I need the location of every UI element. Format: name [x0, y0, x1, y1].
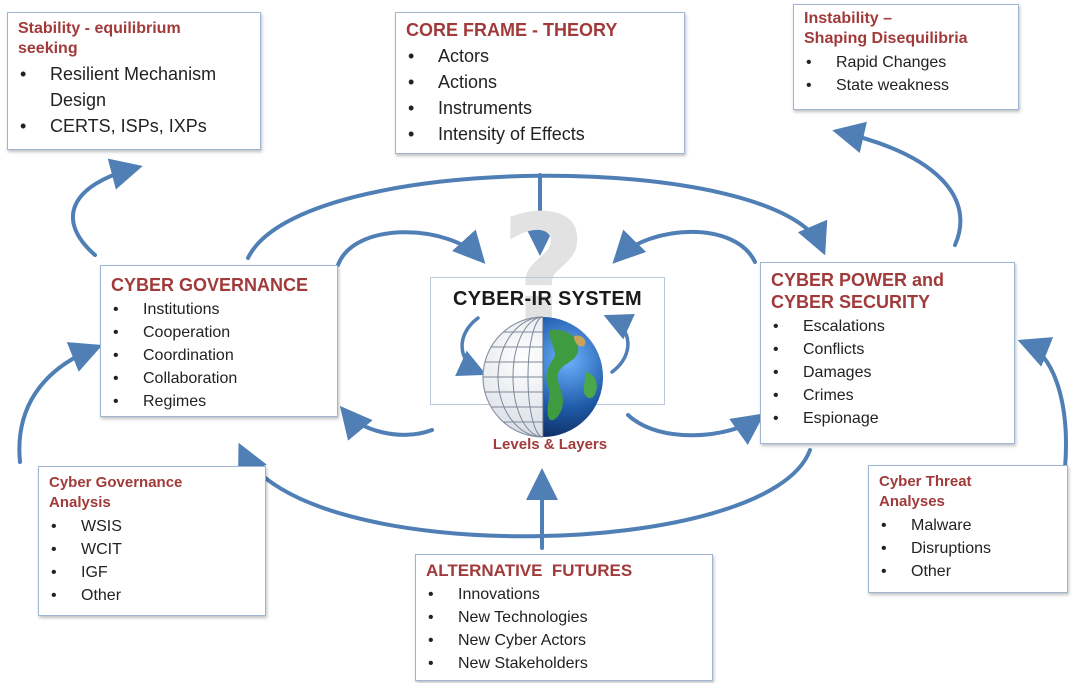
stability-title: Stability - equilibrium seeking — [18, 20, 181, 57]
list-item: Cooperation — [111, 321, 327, 344]
arrow-power-to-system — [612, 229, 757, 264]
globe-icon — [482, 316, 603, 438]
list-item: Rapid Changes — [804, 51, 1008, 74]
list-item: New Cyber Actors — [426, 629, 702, 652]
list-item: Escalations — [771, 315, 1004, 338]
futures-title: ALTERNATIVE FUTURES — [426, 561, 633, 580]
list-item: Actors — [406, 43, 674, 69]
globe-loop-right — [603, 313, 635, 374]
list-item: New Stakeholders — [426, 652, 702, 675]
list-item: Damages — [771, 361, 1004, 384]
list-item: Coordination — [111, 344, 327, 367]
list-item: WSIS — [49, 515, 255, 538]
list-item: Disruptions — [879, 537, 1057, 560]
arc-power-to-governance — [238, 442, 812, 539]
instability-list: Rapid Changes State weakness — [804, 51, 1008, 97]
list-item: Instruments — [406, 95, 674, 121]
futures-list: Innovations New Technologies New Cyber A… — [426, 583, 702, 675]
list-item: Malware — [879, 514, 1057, 537]
list-item: Other — [49, 584, 255, 607]
governance-list: Institutions Cooperation Coordination Co… — [111, 298, 327, 413]
list-item: WCIT — [49, 538, 255, 561]
list-item: State weakness — [804, 74, 1008, 97]
list-item: Conflicts — [771, 338, 1004, 361]
power-list: Escalations Conflicts Damages Crimes Esp… — [771, 315, 1004, 430]
core-list: Actors Actions Instruments Intensity of … — [406, 43, 674, 147]
list-item: Actions — [406, 69, 674, 95]
power-title: CYBER POWER and CYBER SECURITY — [771, 270, 945, 312]
arrow-analysis-to-governance — [17, 342, 103, 464]
cyber-governance-box: CYBER GOVERNANCE Institutions Cooperatio… — [100, 265, 338, 417]
arrow-governance-to-stability — [70, 158, 143, 257]
arrow-power-to-instability — [832, 121, 963, 247]
arrow-system-to-governance — [339, 405, 434, 441]
stability-box: Stability - equilibrium seeking Resilien… — [7, 12, 261, 150]
list-item: Institutions — [111, 298, 327, 321]
instability-box: Instability – Shaping Disequilibria Rapi… — [793, 4, 1019, 110]
list-item: IGF — [49, 561, 255, 584]
alternative-futures-box: ALTERNATIVE FUTURES Innovations New Tech… — [415, 554, 713, 681]
list-item: New Technologies — [426, 606, 702, 629]
list-item: Innovations — [426, 583, 702, 606]
list-item: Regimes — [111, 390, 327, 413]
arrow-governance-to-system — [336, 229, 486, 267]
instability-title: Instability – Shaping Disequilibria — [804, 10, 968, 47]
threat-list: Malware Disruptions Other — [879, 514, 1057, 583]
system-title: CYBER-IR SYSTEM — [453, 288, 642, 310]
cyber-power-box: CYBER POWER and CYBER SECURITY Escalatio… — [760, 262, 1015, 444]
gov-analysis-title: Cyber Governance Analysis — [49, 474, 183, 511]
core-title: CORE FRAME - THEORY — [406, 20, 618, 40]
list-item: Crimes — [771, 384, 1004, 407]
list-item: Intensity of Effects — [406, 121, 674, 147]
list-item: Collaboration — [111, 367, 327, 390]
levels-layers-label: Levels & Layers — [492, 436, 608, 453]
governance-title: CYBER GOVERNANCE — [111, 275, 309, 295]
list-item: Other — [879, 560, 1057, 583]
threat-title: Cyber Threat Analyses — [879, 473, 972, 510]
globe-loop-left — [455, 316, 487, 377]
stability-list: Resilient Mechanism Design CERTS, ISPs, … — [18, 61, 250, 139]
list-item: Resilient Mechanism Design — [18, 61, 250, 113]
threat-analyses-box: Cyber Threat Analyses Malware Disruption… — [868, 465, 1068, 593]
list-item: Espionage — [771, 407, 1004, 430]
governance-analysis-box: Cyber Governance Analysis WSIS WCIT IGF … — [38, 466, 266, 616]
core-frame-box: CORE FRAME - THEORY Actors Actions Instr… — [395, 12, 685, 154]
arrow-threat-to-power — [1017, 337, 1068, 470]
arrow-system-to-power — [626, 413, 765, 445]
list-item: CERTS, ISPs, IXPs — [18, 113, 250, 139]
gov-analysis-list: WSIS WCIT IGF Other — [49, 515, 255, 607]
